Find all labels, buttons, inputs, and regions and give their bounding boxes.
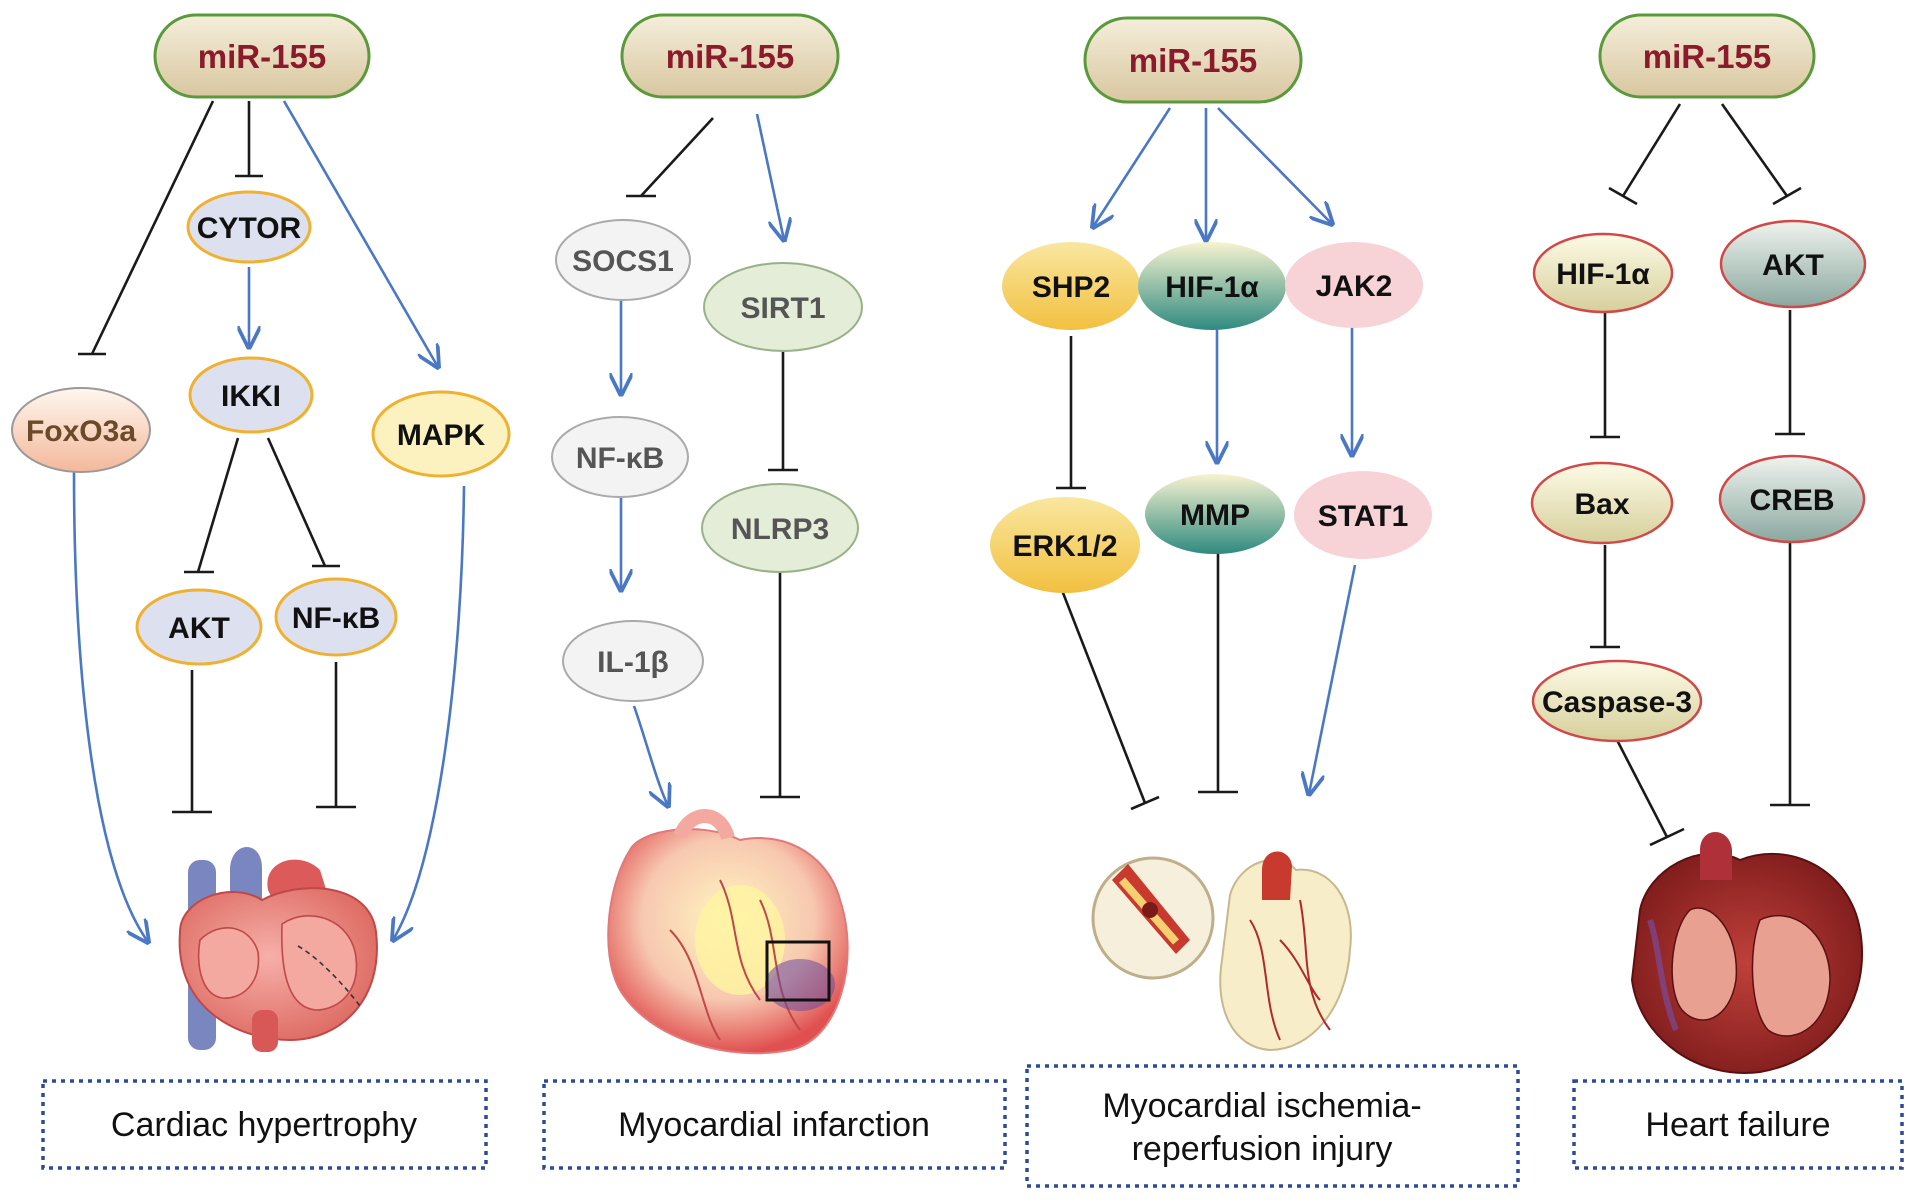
svg-text:ERK1/2: ERK1/2: [1012, 530, 1117, 563]
column-myocardial-infarction: miR-155 SOCS1 SIRT1 NF-κB NLRP3 IL-: [542, 13, 1007, 1170]
svg-text:IKKI: IKKI: [221, 380, 281, 413]
activate-edge-stat1-heart: [1309, 564, 1357, 794]
activate-edge-shp2: [1093, 107, 1172, 227]
node-hif1a: HIF-1α: [1138, 242, 1286, 330]
node-mapk: MAPK: [371, 390, 511, 478]
disease-box-cardiac-hypertrophy: Cardiac hypertrophy: [41, 1079, 488, 1170]
svg-text:Caspase-3: Caspase-3: [1542, 686, 1692, 719]
svg-text:miR-155: miR-155: [666, 38, 794, 75]
column-cardiac-hypertrophy: miR-155 CYTOR FoxO3a IKKI: [11, 13, 511, 1170]
node-nfkb: NF-κB: [551, 416, 689, 498]
svg-text:IL-1β: IL-1β: [597, 646, 669, 679]
svg-text:Bax: Bax: [1574, 488, 1629, 521]
node-creb: CREB: [1718, 454, 1866, 544]
svg-text:HIF-1α: HIF-1α: [1556, 258, 1650, 291]
column-ischemia-reperfusion: miR-155 SHP2 HIF-1α JAK2 ERK1/2: [990, 16, 1520, 1188]
node-socs1: SOCS1: [555, 219, 691, 301]
svg-text:miR-155: miR-155: [1643, 38, 1771, 75]
inhibit-edge-akt: [196, 437, 240, 573]
node-stat1: STAT1: [1294, 471, 1432, 559]
root-node-mir155: miR-155: [1598, 13, 1816, 99]
svg-text:Cardiac hypertrophy: Cardiac hypertrophy: [111, 1106, 417, 1144]
svg-text:AKT: AKT: [168, 612, 230, 645]
svg-text:JAK2: JAK2: [1316, 270, 1393, 303]
svg-text:reperfusion injury: reperfusion injury: [1132, 1130, 1393, 1168]
svg-text:STAT1: STAT1: [1318, 500, 1409, 533]
node-nfkb: NF-κB: [274, 577, 398, 657]
node-akt: AKT: [1719, 219, 1867, 309]
svg-text:CYTOR: CYTOR: [197, 212, 302, 245]
inhibit-edge-socs1: [640, 117, 714, 197]
node-cytor: CYTOR: [186, 190, 312, 264]
svg-text:FoxO3a: FoxO3a: [26, 415, 136, 448]
svg-text:MAPK: MAPK: [397, 419, 486, 452]
node-bax: Bax: [1530, 461, 1674, 545]
disease-box-heart-failure: Heart failure: [1572, 1079, 1904, 1170]
svg-text:MMP: MMP: [1180, 499, 1250, 532]
svg-text:miR-155: miR-155: [198, 38, 326, 75]
inhibit-edge-caspase3-heart: [1615, 739, 1669, 838]
svg-text:NF-κB: NF-κB: [292, 602, 380, 635]
node-erk12: ERK1/2: [990, 497, 1140, 593]
inhibit-edge-akt: [1720, 103, 1789, 197]
heart-hypertrophy-illustration: [178, 847, 378, 1052]
heart-reperfusion-illustration: [1219, 851, 1352, 1052]
svg-text:Heart failure: Heart failure: [1645, 1106, 1830, 1144]
node-foxo3a: FoxO3a: [11, 387, 151, 473]
node-shp2: SHP2: [1002, 242, 1140, 330]
node-mmp: MMP: [1145, 474, 1285, 554]
svg-text:Myocardial infarction: Myocardial infarction: [618, 1106, 930, 1144]
activate-edge-sirt1: [755, 113, 784, 240]
node-jak2: JAK2: [1285, 242, 1423, 328]
root-node-mir155: miR-155: [620, 13, 840, 99]
inhibit-edge-nfkb: [266, 437, 327, 567]
activate-edge-foxo3a-heart: [72, 471, 148, 942]
node-il1b: IL-1β: [562, 620, 704, 702]
inhibit-edge-erk12-heart: [1056, 579, 1147, 804]
svg-text:SOCS1: SOCS1: [572, 245, 674, 278]
node-akt: AKT: [135, 588, 263, 666]
svg-text:miR-155: miR-155: [1129, 42, 1257, 79]
node-caspase3: Caspase-3: [1531, 659, 1703, 743]
heart-failure-illustration: [1630, 832, 1863, 1074]
node-sirt1: SIRT1: [703, 262, 863, 352]
root-node-mir155: miR-155: [1083, 16, 1303, 104]
node-ikki: IKKI: [188, 356, 314, 434]
disease-box-myocardial-infarction: Myocardial infarction: [542, 1079, 1007, 1170]
inhibit-edge-foxo3a: [90, 100, 215, 355]
svg-text:NLRP3: NLRP3: [731, 513, 829, 546]
svg-text:SIRT1: SIRT1: [740, 292, 825, 325]
heart-infarction-illustration: [607, 809, 849, 1055]
root-node-mir155: miR-155: [153, 13, 371, 99]
node-hif1a: HIF-1α: [1532, 232, 1674, 314]
svg-text:SHP2: SHP2: [1032, 271, 1110, 304]
activate-edge-mapk: [282, 100, 438, 367]
svg-text:NF-κB: NF-κB: [576, 442, 664, 475]
svg-text:CREB: CREB: [1749, 484, 1834, 517]
activate-edge-jak2: [1217, 107, 1332, 224]
inhibit-edge-hif1a: [1621, 103, 1682, 197]
column-heart-failure: miR-155 HIF-1α AKT Bax CREB: [1530, 13, 1904, 1170]
vessel-illustration: [1091, 856, 1215, 980]
svg-text:AKT: AKT: [1762, 249, 1824, 282]
activate-edge-mapk-heart: [393, 485, 466, 940]
node-nlrp3: NLRP3: [701, 483, 859, 573]
activate-edge-il1b-heart: [632, 705, 668, 806]
disease-box-ischemia-reperfusion: Myocardial ischemia- reperfusion injury: [1025, 1064, 1520, 1188]
svg-text:HIF-1α: HIF-1α: [1165, 271, 1259, 304]
svg-text:Myocardial ischemia-: Myocardial ischemia-: [1102, 1087, 1421, 1125]
